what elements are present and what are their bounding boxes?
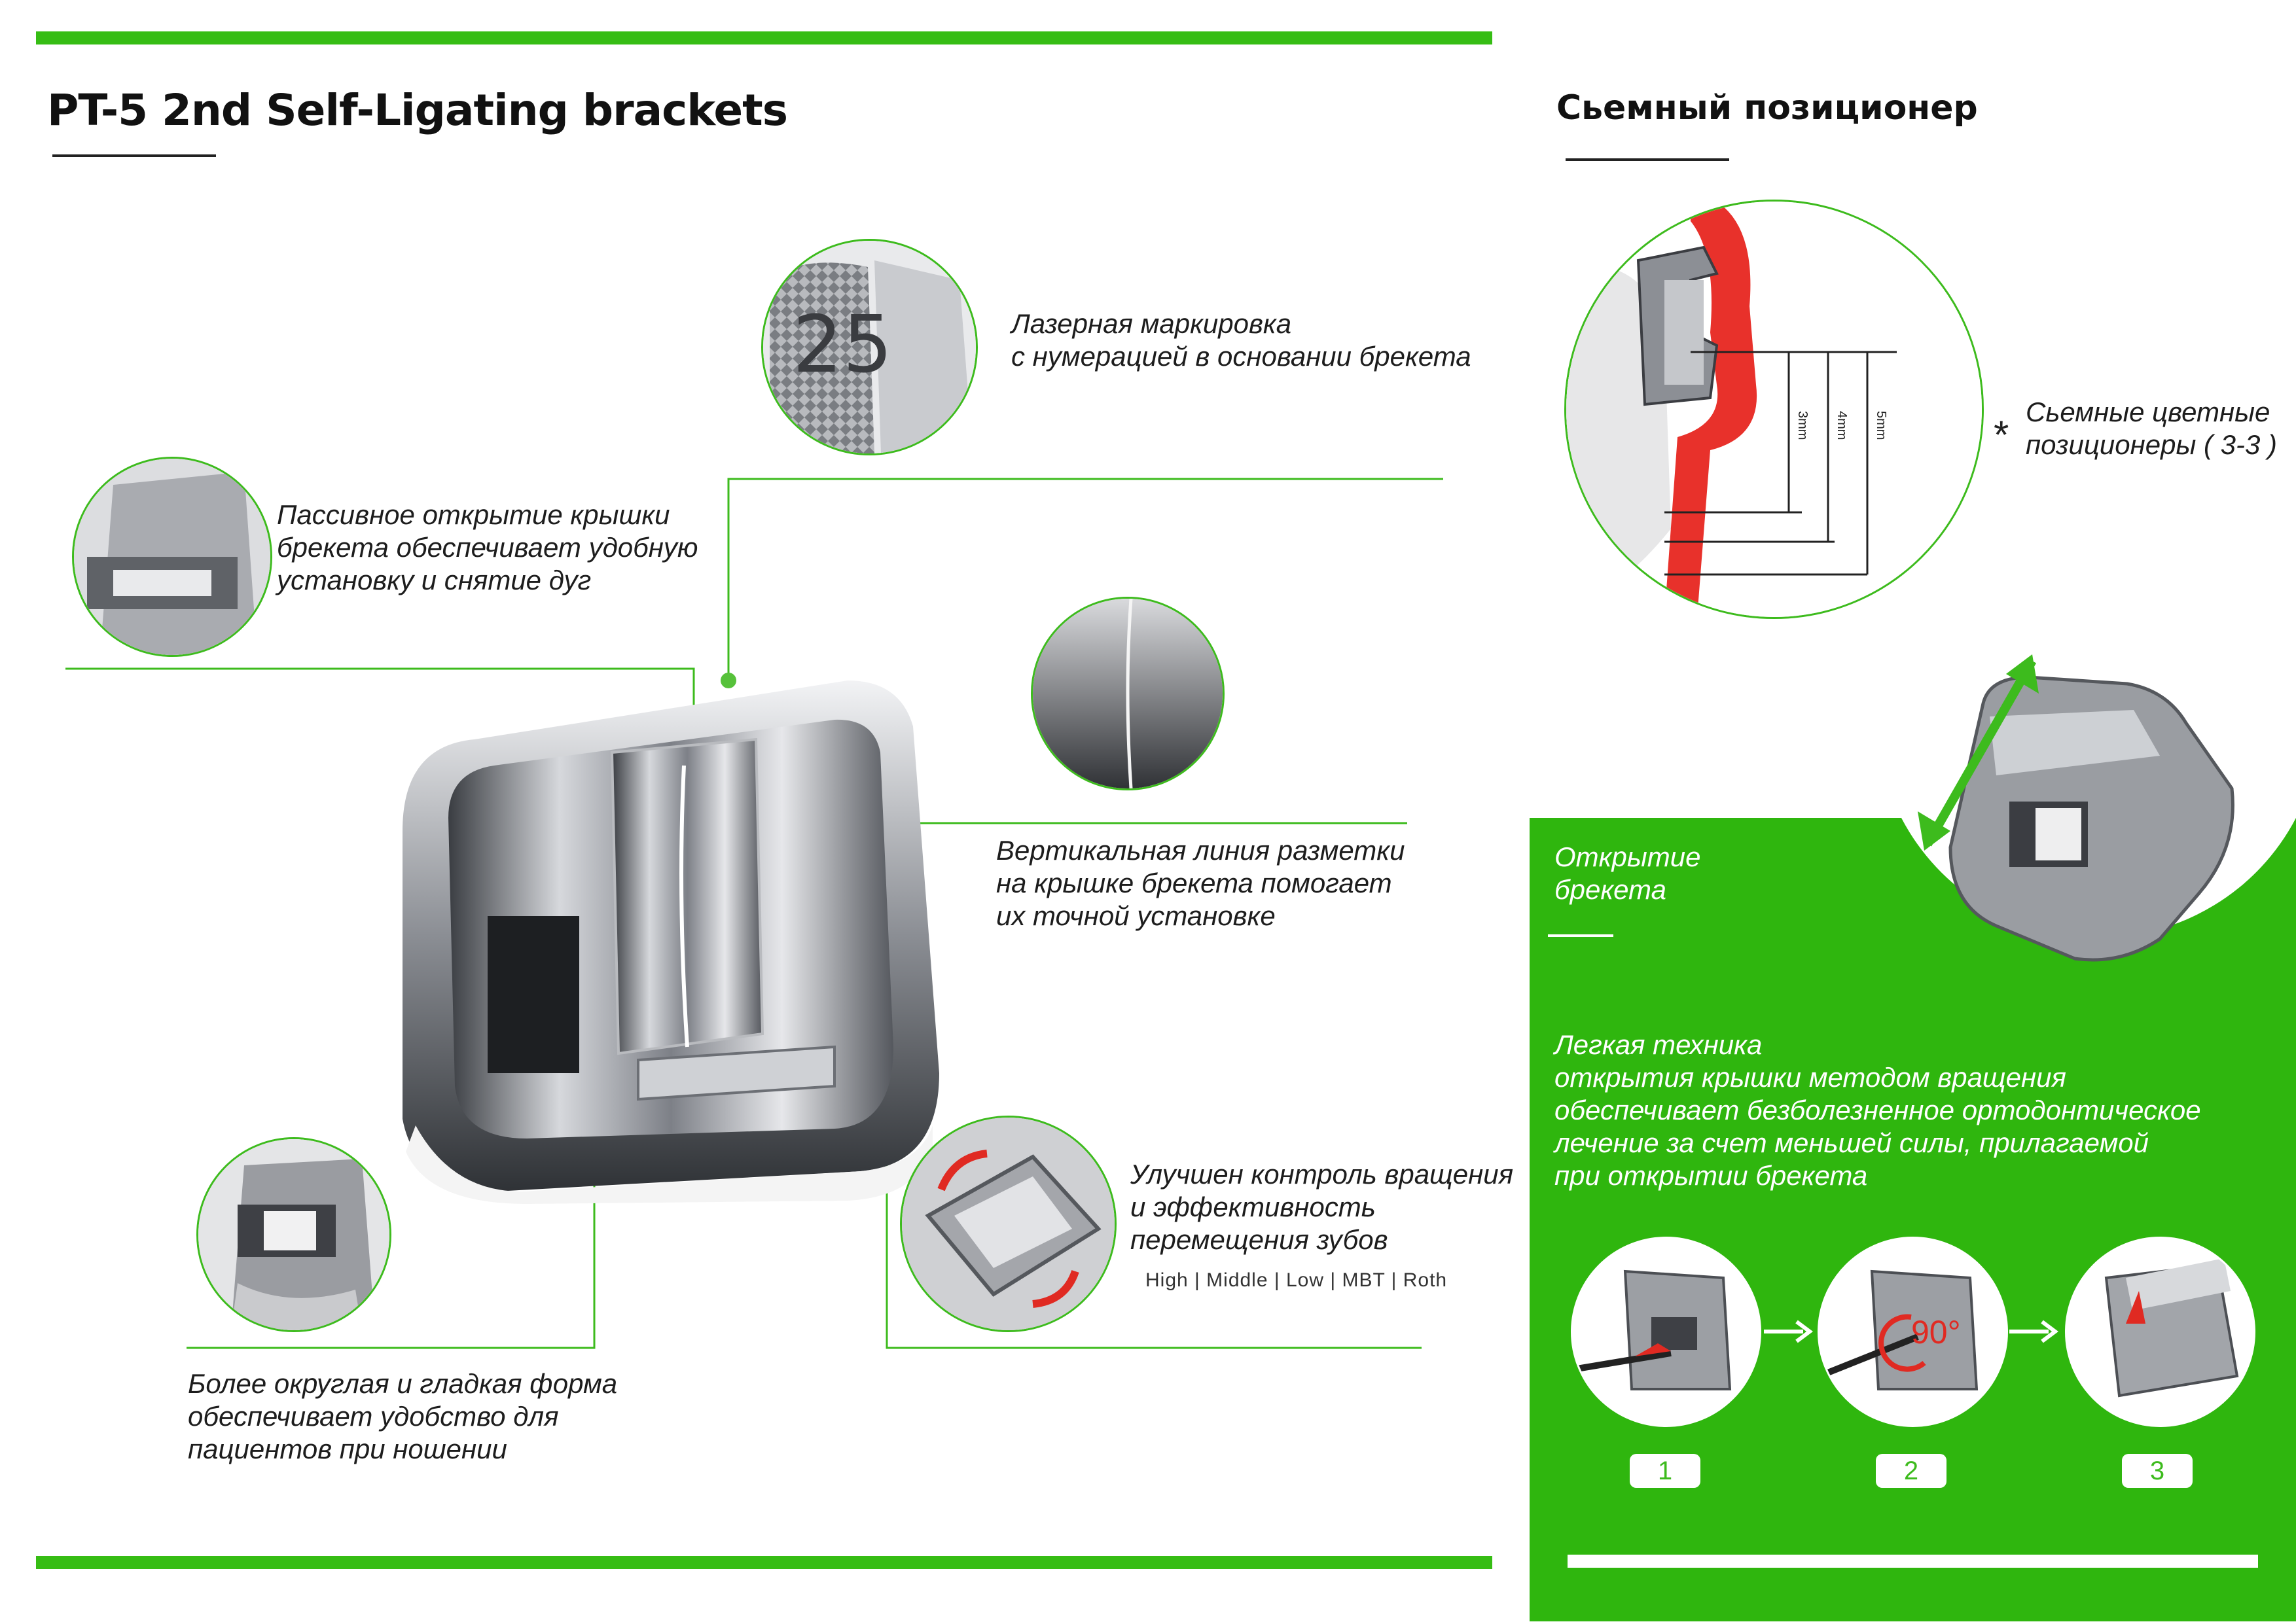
title-underline <box>52 154 216 157</box>
caption-line: Сьемные цветные <box>2026 397 2270 427</box>
arrow-right-icon <box>2009 1320 2058 1343</box>
laser-number: 25 <box>793 300 893 391</box>
positioner-title: Сьемный позиционер <box>1556 88 1978 128</box>
description-line: лечение за счет меньшей силы, прилагаемо… <box>1554 1127 2149 1158</box>
opening-description: Легкая техника открытия крышки методом в… <box>1554 1029 2201 1192</box>
caption-line: и эффективность <box>1130 1192 1376 1222</box>
caption-line: брекета обеспечивает удобную <box>277 532 698 563</box>
passive-opening-circle <box>72 457 272 657</box>
rounded-form-circle <box>196 1137 391 1332</box>
dim-4mm: 4mm <box>1835 411 1849 440</box>
rotation-caption: Улучшен контроль вращения и эффективност… <box>1130 1158 1513 1256</box>
caption-line: на крышке брекета помогает <box>996 868 1392 898</box>
panel-footer-rule <box>1568 1555 2258 1568</box>
caption-line: их точной установке <box>996 900 1276 931</box>
laser-marking-circle: 25 <box>761 239 978 455</box>
opening-heading-underline <box>1548 934 1613 937</box>
bottom-rule <box>36 1556 1492 1569</box>
laser-caption: Лазерная маркировка с нумерацией в основ… <box>1011 308 1471 373</box>
step-1-badge: 1 <box>1630 1454 1700 1488</box>
heading-line: брекета <box>1554 874 1666 905</box>
positioner-underline <box>1566 158 1729 161</box>
dim-5mm: 5mm <box>1874 411 1888 440</box>
passive-caption: Пассивное открытие крышки брекета обеспе… <box>277 499 698 597</box>
rotation-angle-label: 90° <box>1911 1314 1961 1350</box>
rotation-control-circle <box>900 1116 1117 1332</box>
marker-dot <box>721 673 736 688</box>
step-2-badge: 2 <box>1876 1454 1946 1488</box>
opening-heading: Открытие брекета <box>1554 841 1700 906</box>
step-2-image: 90° <box>1818 1237 2008 1427</box>
vertical-line-circle <box>1031 597 1225 790</box>
dim-3mm: 3mm <box>1795 411 1810 440</box>
caption-line: перемещения зубов <box>1130 1224 1388 1255</box>
caption-line: с нумерацией в основании брекета <box>1011 341 1471 372</box>
caption-line: Пассивное открытие крышки <box>277 499 670 530</box>
description-line: открытия крышки методом вращения <box>1554 1062 2066 1093</box>
rotate-arrow-icon <box>937 1150 988 1192</box>
prescriptions-label: High | Middle | Low | MBT | Roth <box>1145 1269 1448 1291</box>
caption-line: Улучшен контроль вращения <box>1130 1159 1514 1190</box>
vertical-line-caption: Вертикальная линия разметки на крышке бр… <box>996 834 1405 932</box>
rounded-caption: Более округлая и гладкая форма обеспечив… <box>188 1368 617 1466</box>
arrow-right-icon <box>1764 1320 1813 1343</box>
caption-line: Более округлая и гладкая форма <box>188 1368 618 1399</box>
step-3-badge: 3 <box>2122 1454 2193 1488</box>
double-arrow-icon <box>1918 654 2039 851</box>
bracket-main-image <box>403 680 939 1204</box>
step-1-image <box>1571 1237 1761 1427</box>
description-line: Легкая техника <box>1554 1029 1763 1060</box>
caption-line: установку и снятие дуг <box>277 565 592 595</box>
opening-bracket-image <box>1948 675 2234 962</box>
positioner-asterisk: * <box>1994 413 2009 457</box>
caption-line: Лазерная маркировка <box>1011 308 1292 339</box>
description-line: при открытии брекета <box>1554 1160 1868 1191</box>
caption-line: позиционеры ( 3-3 ) <box>2026 429 2278 460</box>
description-line: обеспечивает безболезненное ортодонтичес… <box>1554 1095 2201 1125</box>
step-3-image <box>2065 1237 2255 1427</box>
positioner-circle: 3mm 4mm 5mm <box>1564 200 1984 619</box>
heading-line: Открытие <box>1554 841 1701 872</box>
positioner-note: Сьемные цветные позиционеры ( 3-3 ) <box>2026 396 2277 461</box>
caption-line: обеспечивает удобство для <box>188 1401 559 1432</box>
caption-line: пациентов при ношении <box>188 1434 507 1464</box>
caption-line: Вертикальная линия разметки <box>996 835 1405 866</box>
page-title: PT-5 2nd Self-Ligating brackets <box>47 85 788 135</box>
top-rule <box>36 31 1492 44</box>
